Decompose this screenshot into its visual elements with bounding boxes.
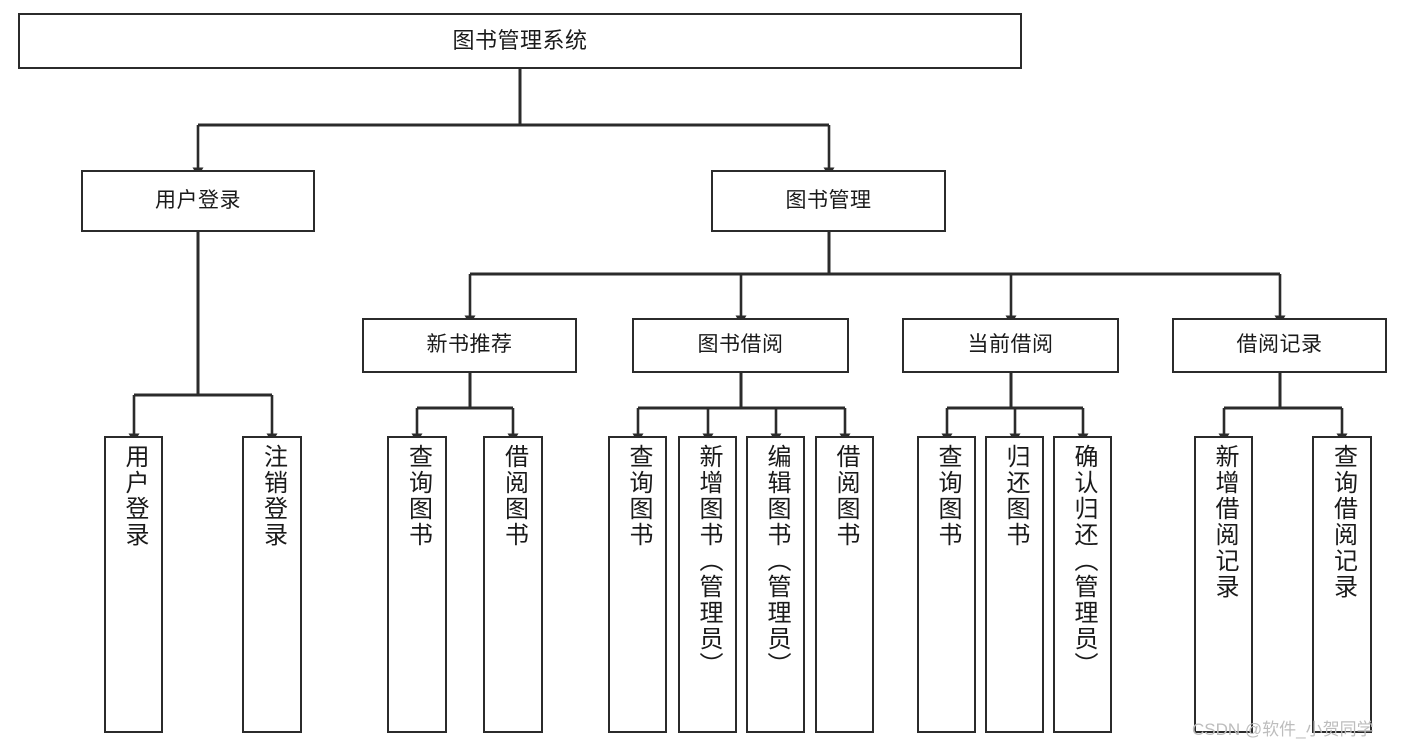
node-leaf-borrow-edit[interactable]: 编辑图书（管理员）	[746, 436, 805, 733]
node-leaf-user-logout[interactable]: 注销登录	[242, 436, 302, 733]
connector-lines	[128, 69, 1348, 443]
node-label: 借阅图书	[500, 444, 528, 548]
node-label: 查询图书	[404, 444, 432, 548]
node-label: 当前借阅	[967, 333, 1054, 357]
node-label: 借阅图书	[831, 444, 859, 548]
node-book-manage[interactable]: 图书管理	[711, 170, 946, 232]
node-label: 查询图书	[933, 444, 961, 548]
node-leaf-user-login[interactable]: 用户登录	[104, 436, 163, 733]
node-label: 用户登录	[120, 444, 148, 548]
node-leaf-rec-borrow[interactable]: 借阅图书	[483, 436, 543, 733]
node-current-borrow[interactable]: 当前借阅	[902, 318, 1119, 373]
node-leaf-borrow-lend[interactable]: 借阅图书	[815, 436, 874, 733]
node-label: 归还图书	[1001, 444, 1029, 548]
node-leaf-borrow-add[interactable]: 新增图书（管理员）	[678, 436, 737, 733]
node-label: 图书借阅	[697, 333, 784, 357]
node-leaf-borrow-query[interactable]: 查询图书	[608, 436, 667, 733]
node-root[interactable]: 图书管理系统	[18, 13, 1022, 69]
node-label: 查询图书	[624, 444, 652, 548]
node-borrow-record[interactable]: 借阅记录	[1172, 318, 1387, 373]
node-leaf-cur-query[interactable]: 查询图书	[917, 436, 976, 733]
node-label: 图书管理系统	[452, 28, 588, 54]
node-leaf-cur-return[interactable]: 归还图书	[985, 436, 1044, 733]
node-label: 新增借阅记录	[1210, 444, 1238, 600]
node-label: 编辑图书（管理员）	[762, 444, 790, 678]
node-leaf-cur-confirm[interactable]: 确认归还（管理员）	[1053, 436, 1112, 733]
node-label: 图书管理	[785, 188, 872, 212]
node-leaf-rec-query2[interactable]: 查询借阅记录	[1312, 436, 1372, 733]
node-label: 用户登录	[155, 188, 241, 212]
node-book-borrow[interactable]: 图书借阅	[632, 318, 849, 373]
node-label: 新书推荐	[426, 333, 513, 357]
node-new-book-rec[interactable]: 新书推荐	[362, 318, 577, 373]
node-label: 注销登录	[259, 444, 287, 548]
node-label: 查询借阅记录	[1329, 444, 1357, 600]
node-leaf-rec-query[interactable]: 查询图书	[387, 436, 447, 733]
node-label: 确认归还（管理员）	[1069, 444, 1097, 678]
watermark: CSDN @软件_小贺同学	[1192, 720, 1374, 739]
node-label: 借阅记录	[1236, 333, 1323, 357]
node-label: 新增图书（管理员）	[694, 444, 722, 678]
node-leaf-rec-add[interactable]: 新增借阅记录	[1194, 436, 1253, 733]
node-user-login[interactable]: 用户登录	[81, 170, 315, 232]
